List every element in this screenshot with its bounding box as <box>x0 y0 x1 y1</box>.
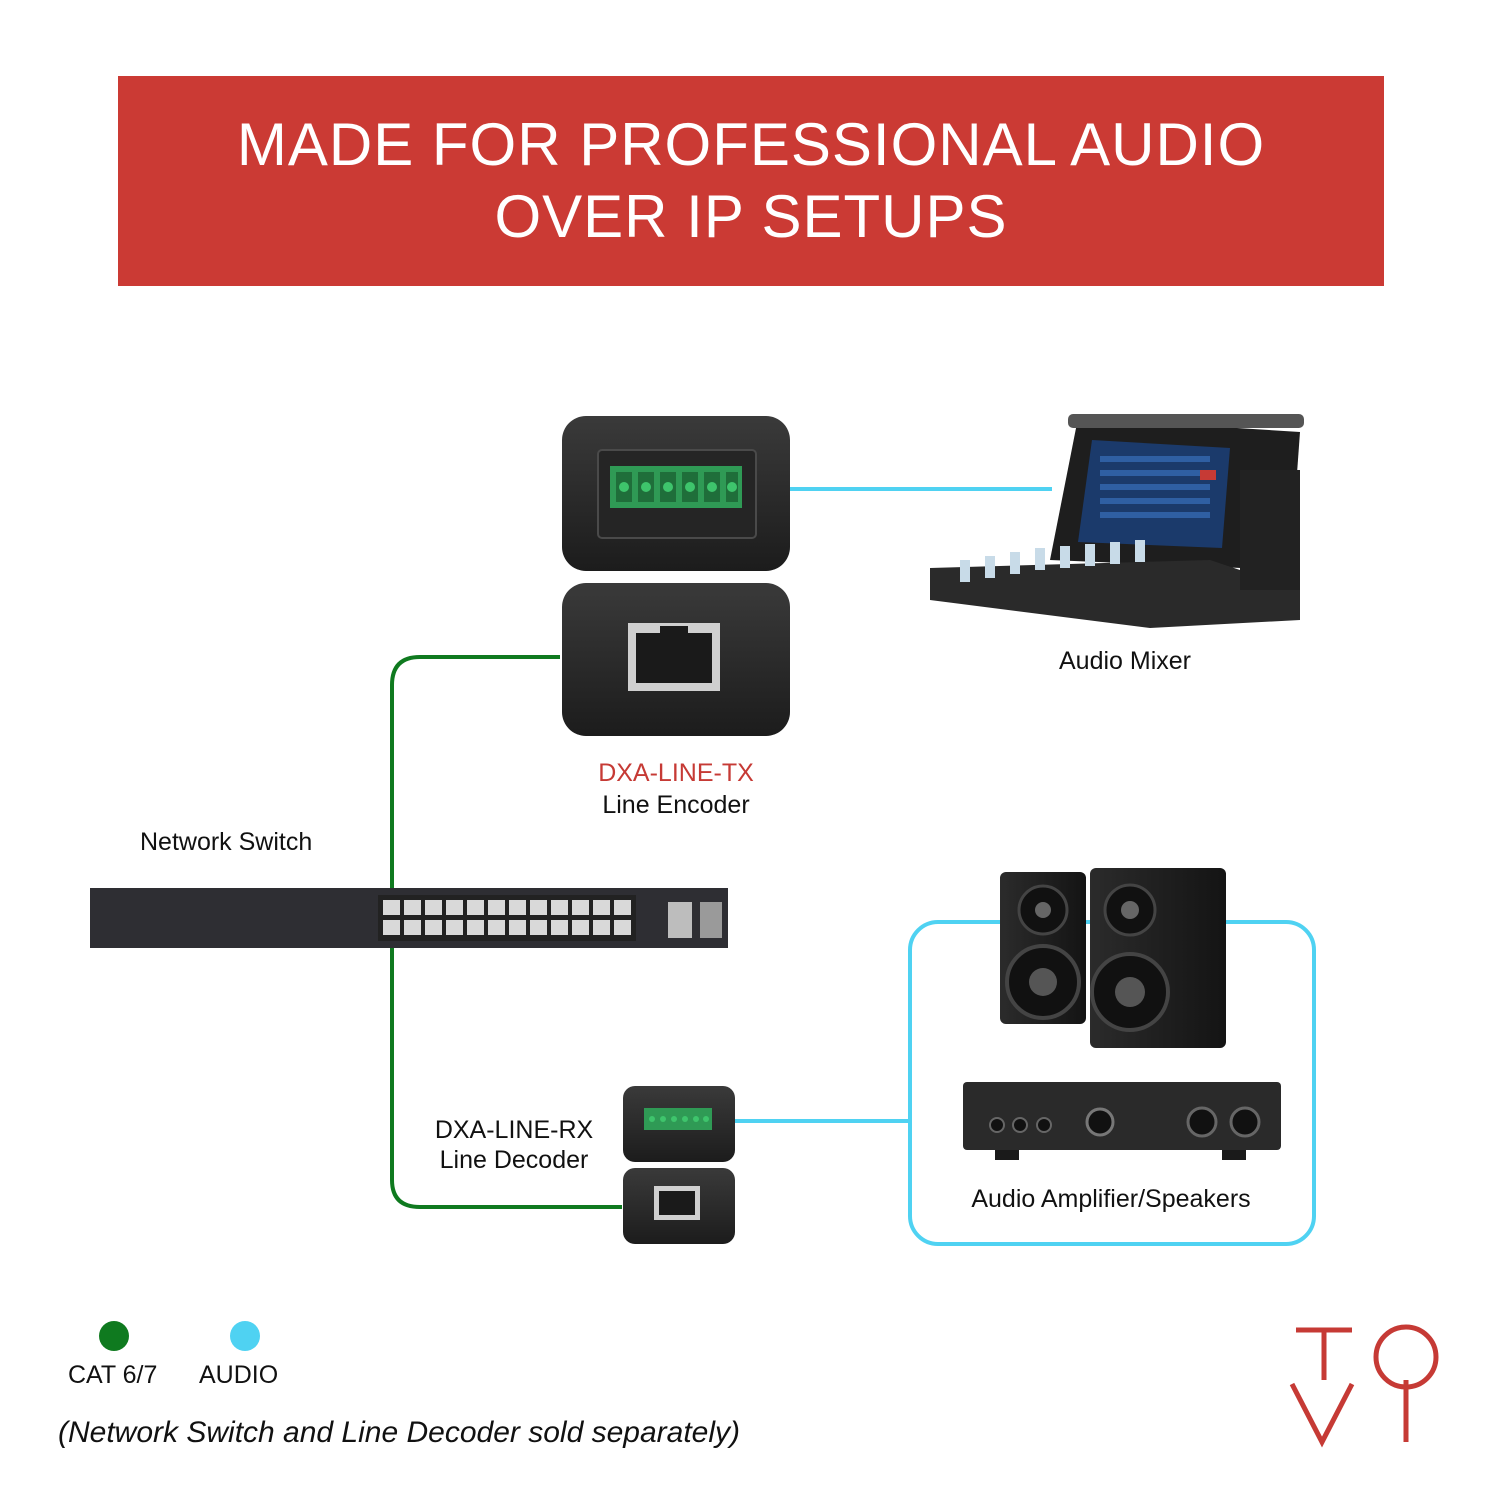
switch-port <box>551 900 568 915</box>
switch-port <box>572 900 589 915</box>
switch-port <box>614 900 631 915</box>
switch-port <box>593 900 610 915</box>
title-line-1: MADE FOR PROFESSIONAL AUDIO <box>236 111 1266 178</box>
switch-port <box>509 920 526 935</box>
title-banner: MADE FOR PROFESSIONAL AUDIO OVER IP SETU… <box>118 76 1384 286</box>
amplifier-device <box>963 1082 1281 1160</box>
switch-port <box>509 900 526 915</box>
cat-cable-tx <box>390 655 560 890</box>
legend-audio-label: AUDIO <box>199 1361 279 1389</box>
amp-label: Audio Amplifier/Speakers <box>971 1185 1251 1213</box>
switch-port <box>383 900 400 915</box>
switch-port <box>488 900 505 915</box>
tx-name-label: Line Encoder <box>602 791 750 819</box>
rx-model-label: DXA-LINE-RX <box>434 1116 594 1144</box>
switch-port <box>467 920 484 935</box>
title-line-2: OVER IP SETUPS <box>494 183 1008 250</box>
mixer-label: Audio Mixer <box>1059 647 1191 675</box>
switch-port <box>467 900 484 915</box>
footnote: (Network Switch and Line Decoder sold se… <box>58 1416 740 1449</box>
switch-port <box>488 920 505 935</box>
switch-port <box>614 920 631 935</box>
legend-cat-label: CAT 6/7 <box>68 1361 158 1389</box>
audio-mixer-device <box>930 414 1304 628</box>
speaker-right <box>1090 868 1226 1048</box>
rx-network-module <box>623 1168 735 1244</box>
rx-name-label: Line Decoder <box>439 1146 589 1174</box>
switch-port <box>425 920 442 935</box>
switch-port <box>551 920 568 935</box>
cat-cable-rx <box>390 948 622 1209</box>
network-switch-device <box>90 888 728 948</box>
switch-port <box>572 920 589 935</box>
legend-audio-dot <box>230 1321 260 1351</box>
tx-model-label: DXA-LINE-TX <box>598 759 754 787</box>
switch-port <box>446 920 463 935</box>
switch-port <box>593 920 610 935</box>
tx-network-module <box>562 583 790 736</box>
switch-port <box>404 900 421 915</box>
switch-port <box>425 900 442 915</box>
rx-audio-module <box>623 1086 735 1162</box>
tovi-logo <box>1289 1324 1439 1448</box>
speaker-left <box>1000 872 1086 1024</box>
switch-port <box>383 920 400 935</box>
switch-port <box>530 900 547 915</box>
switch-port <box>446 900 463 915</box>
tx-audio-module <box>562 416 790 571</box>
switch-port <box>404 920 421 935</box>
switch-port <box>530 920 547 935</box>
switch-label: Network Switch <box>140 828 313 856</box>
legend-cat-dot <box>99 1321 129 1351</box>
